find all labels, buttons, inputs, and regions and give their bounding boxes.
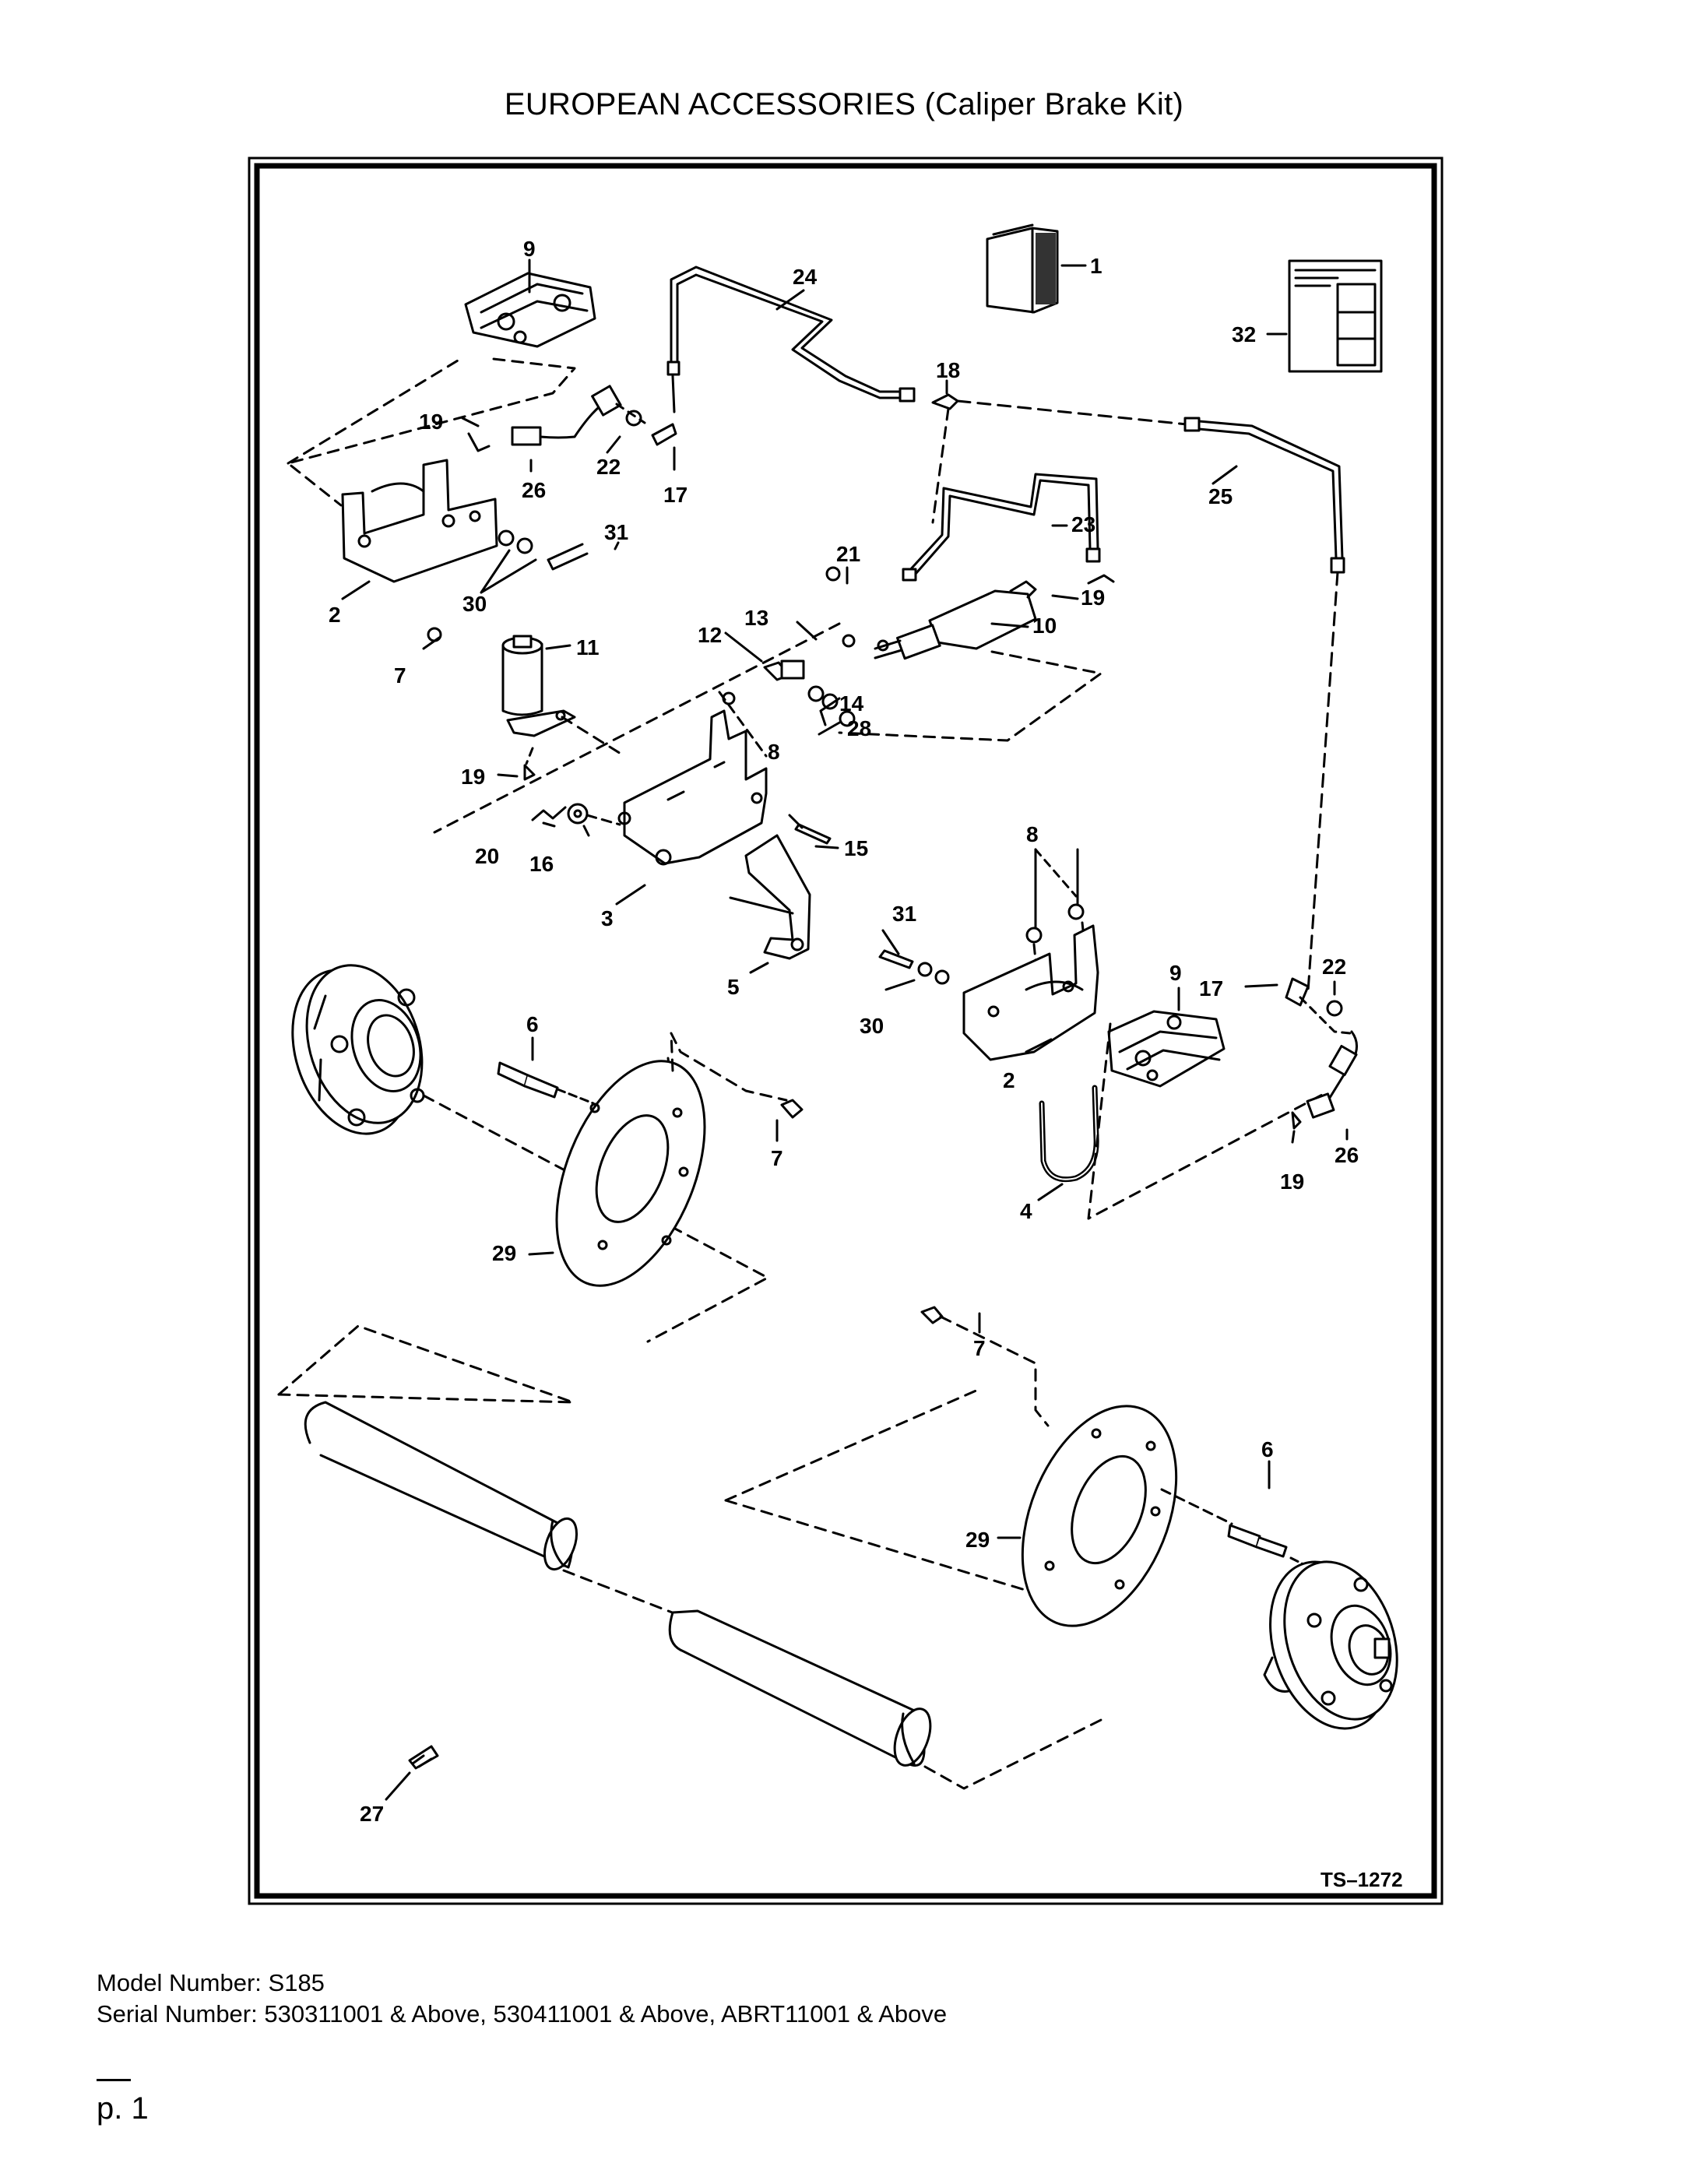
callout-29b: 29 xyxy=(965,1528,990,1552)
exploded-parts-diagram: 9 1 32 24 18 25 23 21 19 10 13 12 14 28 … xyxy=(248,157,1444,1905)
part-11-solenoid xyxy=(501,635,576,737)
callout-30a: 30 xyxy=(462,592,487,616)
callout-26a: 26 xyxy=(522,478,546,502)
page-divider xyxy=(97,2079,131,2081)
part-2-bracket-lower xyxy=(962,924,1099,1061)
diagram-frame: 9 1 32 24 18 25 23 21 19 10 13 12 14 28 … xyxy=(248,157,1444,1905)
part-3-mounting-plate xyxy=(617,709,768,866)
part-5-lever xyxy=(729,834,811,960)
callout-24: 24 xyxy=(793,265,818,289)
callout-32: 32 xyxy=(1232,322,1256,346)
callout-7b: 7 xyxy=(771,1146,783,1170)
part-9-caliper-lower xyxy=(1107,1010,1226,1088)
callout-21: 21 xyxy=(836,542,860,566)
part-2-bracket-upper xyxy=(341,459,498,583)
callout-11: 11 xyxy=(576,635,600,659)
part-10-master-cylinder xyxy=(874,580,1037,660)
model-number: Model Number: S185 xyxy=(97,1969,325,1996)
callout-7c: 7 xyxy=(973,1336,986,1360)
upper-hub xyxy=(291,964,425,1135)
callout-26b: 26 xyxy=(1335,1143,1359,1167)
axle-tube-section-lower xyxy=(668,1609,932,1767)
callout-6b: 6 xyxy=(1261,1437,1274,1461)
callout-4: 4 xyxy=(1020,1199,1032,1223)
lower-hub xyxy=(1263,1560,1398,1730)
callout-10: 10 xyxy=(1032,614,1057,638)
callout-1: 1 xyxy=(1090,254,1102,278)
callout-12: 12 xyxy=(698,623,722,647)
callout-27: 27 xyxy=(360,1802,384,1826)
callout-8a: 8 xyxy=(768,740,780,764)
callout-7a: 7 xyxy=(394,663,406,688)
callout-labels: 9 1 32 24 18 25 23 21 19 10 13 12 14 28 … xyxy=(329,237,1359,1826)
part-32-manual xyxy=(1288,259,1383,373)
drawing-reference: TS–1272 xyxy=(1321,1868,1403,1891)
callout-31b: 31 xyxy=(892,902,916,926)
callout-30b: 30 xyxy=(860,1014,884,1038)
part-1-carton xyxy=(986,223,1059,314)
callout-25: 25 xyxy=(1208,484,1233,508)
part-29-disc-lower xyxy=(1021,1405,1178,1627)
callout-17b: 17 xyxy=(1199,976,1223,1001)
callout-14: 14 xyxy=(839,691,864,716)
callout-22b: 22 xyxy=(1322,955,1346,979)
callout-8b: 8 xyxy=(1026,822,1039,846)
page-number: p. 1 xyxy=(97,2091,149,2126)
callout-19a: 19 xyxy=(1081,586,1105,610)
callout-20: 20 xyxy=(475,844,499,868)
callout-19c: 19 xyxy=(461,765,485,789)
axle-tube-section-upper xyxy=(277,1324,578,1571)
page-title: EUROPEAN ACCESSORIES (Caliper Brake Kit) xyxy=(504,87,1184,121)
part-29-disc-upper xyxy=(555,1060,706,1287)
callout-9b: 9 xyxy=(1169,961,1182,985)
callout-18: 18 xyxy=(936,358,960,382)
part-9-caliper-upper xyxy=(464,272,596,348)
callout-22a: 22 xyxy=(596,455,621,479)
callout-28: 28 xyxy=(847,716,871,740)
callout-15: 15 xyxy=(844,836,868,860)
callout-13: 13 xyxy=(744,606,768,630)
callout-16: 16 xyxy=(529,852,554,876)
callout-2a: 2 xyxy=(329,603,341,627)
callout-6a: 6 xyxy=(526,1012,539,1036)
callout-2b: 2 xyxy=(1003,1068,1015,1092)
callout-31a: 31 xyxy=(604,520,628,544)
callout-17a: 17 xyxy=(663,483,688,507)
callout-19b: 19 xyxy=(419,410,443,434)
callout-29a: 29 xyxy=(492,1241,516,1265)
callout-3: 3 xyxy=(601,906,614,930)
callout-23: 23 xyxy=(1071,512,1095,536)
serial-number: Serial Number: 530311001 & Above, 530411… xyxy=(97,2000,948,2027)
callout-19d: 19 xyxy=(1280,1169,1304,1194)
callout-5: 5 xyxy=(727,975,740,999)
callout-9a: 9 xyxy=(523,237,536,261)
